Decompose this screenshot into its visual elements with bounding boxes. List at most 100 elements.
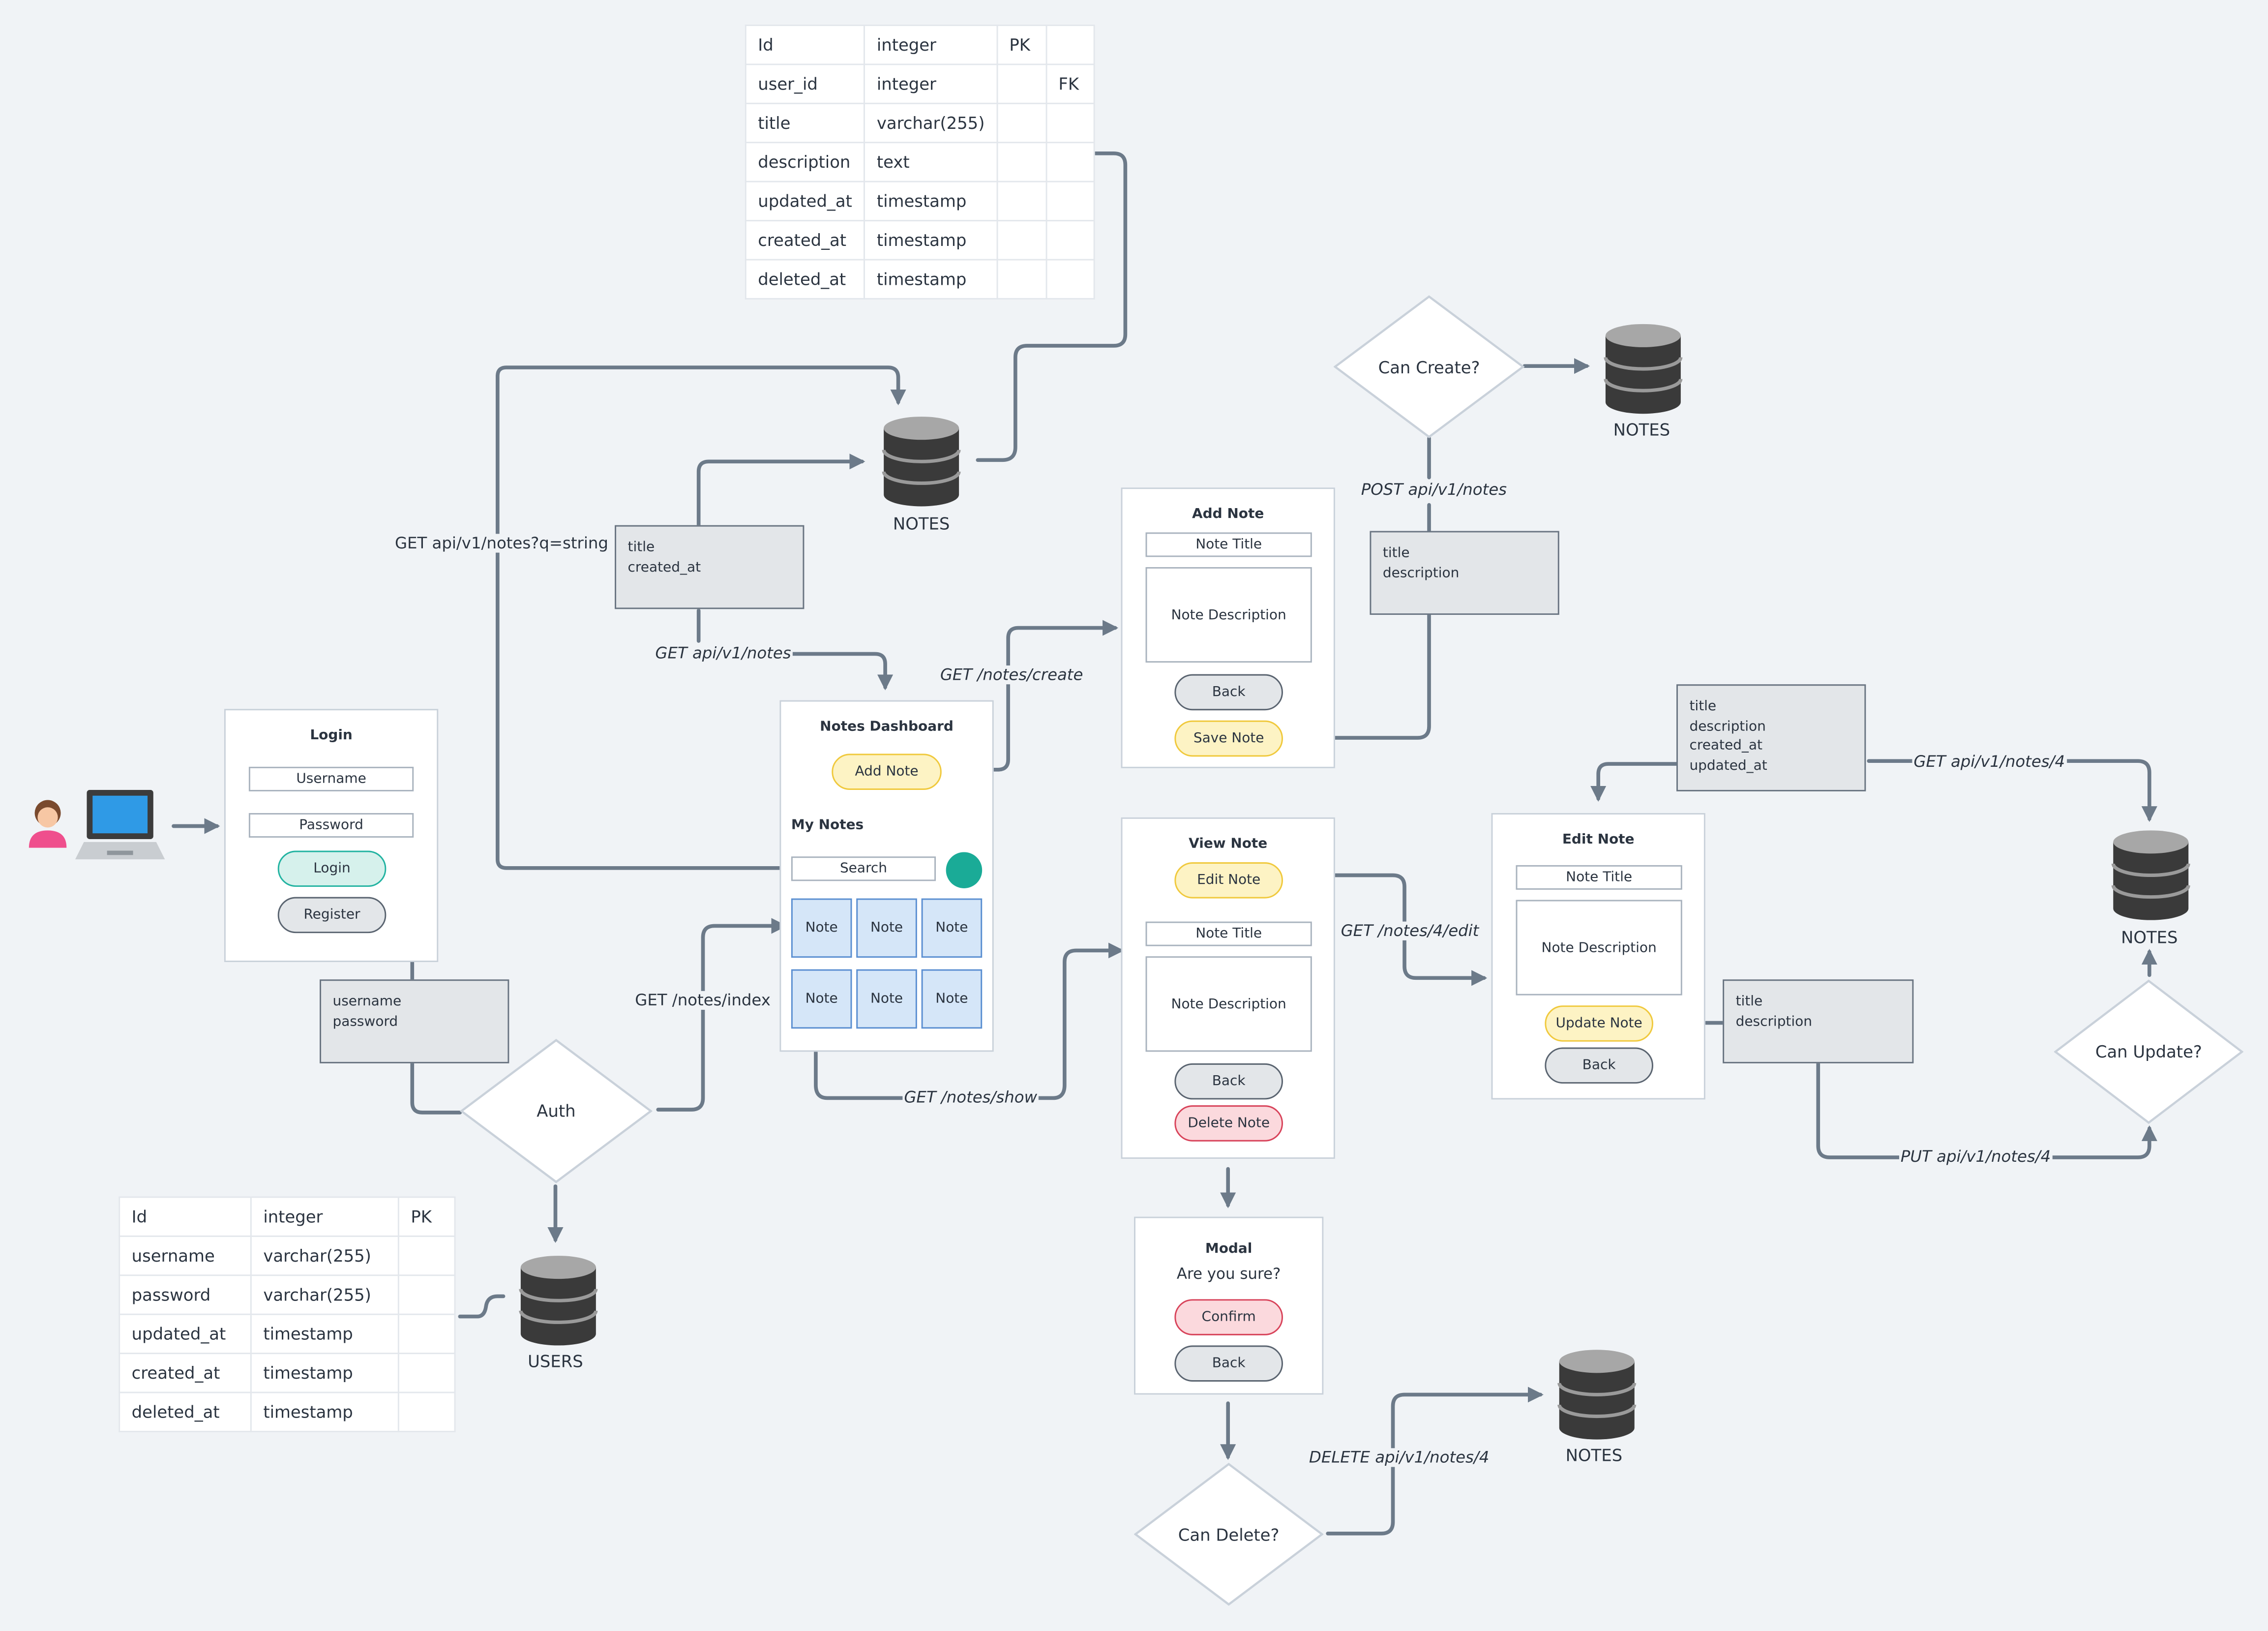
column-name: created_at [119, 1353, 252, 1393]
note-card[interactable]: Note [856, 898, 917, 958]
login-button[interactable]: Login [277, 850, 387, 887]
column-type: timestamp [250, 1313, 399, 1355]
confirm-button[interactable]: Confirm [1174, 1299, 1283, 1335]
update-note-button[interactable]: Update Note [1545, 1005, 1653, 1042]
edge-users-table-to-db [458, 1294, 506, 1319]
note-title-field[interactable]: Note Title [1145, 532, 1312, 557]
can-delete-label: Can Delete? [1178, 1524, 1280, 1544]
payload-field: password [332, 1013, 398, 1029]
back-button[interactable]: Back [1174, 1345, 1283, 1382]
column-type: text [864, 142, 998, 182]
edge-edit-payload-to-db [1867, 759, 2157, 822]
notes-db-label: NOTES [893, 513, 950, 534]
note-card[interactable]: Note [921, 969, 983, 1029]
notes-db-icon [879, 414, 963, 509]
user-with-laptop-icon [29, 789, 165, 860]
column-type: integer [864, 25, 998, 65]
edge-label-notes-edit: GET /notes/4/edit [1339, 921, 1481, 940]
notes-db-update-icon [2109, 827, 2193, 923]
notes-db-create-label: NOTES [1613, 419, 1671, 440]
payload-field: description [1689, 718, 1766, 734]
column-type: integer [250, 1196, 399, 1237]
view-note-screen: View Note Edit Note Note Title Note Desc… [1121, 817, 1335, 1159]
note-description-field[interactable]: Note Description [1145, 567, 1312, 663]
column-type: timestamp [250, 1391, 399, 1432]
note-title-field[interactable]: Note Title [1516, 865, 1682, 890]
note-card[interactable]: Note [921, 898, 983, 958]
search-action-icon[interactable] [946, 852, 983, 888]
edge-auth-to-index [656, 918, 787, 1112]
note-title-field: Note Title [1145, 921, 1312, 946]
users-db-icon [516, 1253, 600, 1348]
payload-field: updated_at [1689, 757, 1767, 774]
note-description-field[interactable]: Note Description [1516, 900, 1682, 996]
edge-label-notes-create: GET /notes/create [938, 665, 1085, 685]
payload-field: title [627, 540, 655, 556]
note-card[interactable]: Note [856, 969, 917, 1029]
notes-db-update-label: NOTES [2121, 927, 2178, 948]
register-button[interactable]: Register [277, 897, 387, 934]
payload-field: description [1382, 565, 1460, 581]
foreign-key-cell [1045, 102, 1095, 144]
notes-db-delete-label: NOTES [1565, 1445, 1623, 1466]
back-button[interactable]: Back [1545, 1047, 1653, 1084]
foreign-key-cell [1045, 25, 1095, 65]
update-payload: title description [1723, 979, 1914, 1063]
primary-key-cell: PK [397, 1196, 456, 1237]
notes-db-create-icon [1601, 321, 1685, 417]
add-note-screen: Add Note Note Title Note Description Bac… [1121, 487, 1335, 768]
edge-get-notes-arrow [783, 652, 894, 691]
note-description-field: Note Description [1145, 956, 1312, 1052]
edge-label-get-notes: GET api/v1/notes [654, 643, 793, 663]
password-field[interactable]: Password [248, 813, 414, 838]
edge-label-put-note-4: PUT api/v1/notes/4 [1899, 1147, 2053, 1166]
add-note-button[interactable]: Add Note [832, 754, 942, 790]
column-name: deleted_at [119, 1391, 252, 1432]
edit-note-title: Edit Note [1562, 832, 1635, 848]
edit-note-button[interactable]: Edit Note [1174, 862, 1283, 899]
save-note-button[interactable]: Save Note [1174, 720, 1283, 757]
primary-key-cell [397, 1313, 456, 1355]
primary-key-cell [996, 102, 1047, 144]
edge-save-to-post [1286, 613, 1431, 740]
edge-dashboard-to-show [814, 942, 1124, 1100]
login-screen: Login Username Password Login Register [224, 709, 439, 962]
primary-key-cell [996, 181, 1047, 222]
notes-db-delete-icon [1555, 1347, 1639, 1442]
back-button[interactable]: Back [1174, 1063, 1283, 1100]
column-type: timestamp [864, 181, 998, 222]
column-type: integer [864, 63, 998, 104]
foreign-key-cell [1045, 181, 1095, 222]
payload-field: title [1689, 698, 1717, 715]
foreign-key-cell [1045, 142, 1095, 182]
note-card[interactable]: Note [791, 898, 852, 958]
payload-field: username [332, 994, 402, 1010]
primary-key-cell [996, 63, 1047, 104]
username-field[interactable]: Username [248, 766, 414, 791]
column-type: varchar(255) [864, 102, 998, 144]
edge-edit-payload-to-edit-note [1590, 762, 1678, 802]
can-delete-decision: Can Delete? [1134, 1462, 1324, 1606]
payload-field: title [1382, 545, 1410, 562]
primary-key-cell [996, 220, 1047, 261]
edit-note-screen: Edit Note Note Title Note Description Up… [1491, 813, 1705, 1100]
search-input[interactable]: Search [791, 856, 936, 881]
edge-notes-db-to-table [976, 145, 1128, 462]
column-type: timestamp [864, 220, 998, 261]
auth-decision-label: Auth [537, 1101, 576, 1121]
login-payload: username password [320, 979, 509, 1063]
search-payload: title created_at [615, 525, 805, 609]
delete-note-button[interactable]: Delete Note [1174, 1105, 1283, 1142]
note-card[interactable]: Note [791, 969, 852, 1029]
primary-key-cell [397, 1353, 456, 1393]
back-button[interactable]: Back [1174, 674, 1283, 711]
